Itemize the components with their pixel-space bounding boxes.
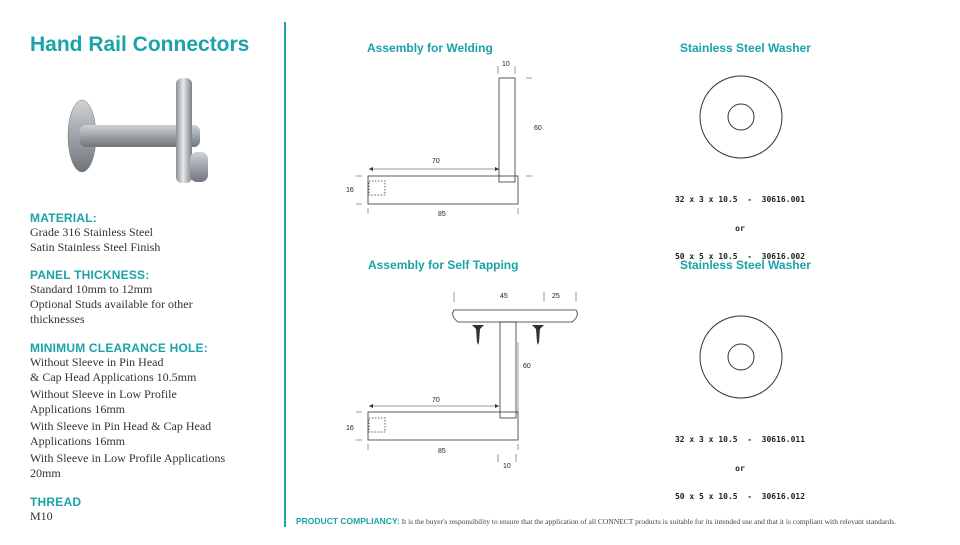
dim-label: 16 bbox=[346, 425, 354, 432]
washer2-title: Stainless Steel Washer bbox=[680, 258, 811, 272]
dim-label: 70 bbox=[432, 158, 440, 165]
dim-label: 85 bbox=[438, 448, 446, 455]
washer1-spec: 32 x 3 x 10.5 - 30616.001 or 50 x 5 x 10… bbox=[660, 176, 820, 271]
washer-icon bbox=[699, 315, 783, 399]
welding-title: Assembly for Welding bbox=[367, 41, 493, 55]
panel-line: thicknesses bbox=[30, 312, 85, 326]
clearance-line: Without Sleeve in Pin Head bbox=[30, 355, 164, 369]
clearance-line: Applications 16mm bbox=[30, 434, 125, 448]
welding-post bbox=[498, 77, 516, 183]
washer1-title: Stainless Steel Washer bbox=[680, 41, 811, 55]
tapping-arm bbox=[367, 411, 519, 441]
material-line: Grade 316 Stainless Steel bbox=[30, 225, 153, 239]
washer-spec-line: or bbox=[735, 223, 745, 233]
dim-label: 85 bbox=[438, 211, 446, 218]
tapping-plate bbox=[452, 309, 578, 323]
washer2-spec: 32 x 3 x 10.5 - 30616.011 or 50 x 5 x 10… bbox=[660, 416, 820, 511]
welding-diagram: 10 60 70 16 85 bbox=[346, 61, 542, 218]
dim-label: 60 bbox=[523, 363, 531, 370]
divider bbox=[284, 22, 286, 527]
washer-spec-line: 32 x 3 x 10.5 - 30616.011 bbox=[674, 435, 806, 444]
dim-label: 70 bbox=[432, 397, 440, 404]
panel-section: PANEL THICKNESS: Standard 10mm to 12mm O… bbox=[30, 268, 280, 327]
clearance-line: & Cap Head Applications 10.5mm bbox=[30, 370, 197, 384]
compliance-label: PRODUCT COMPLIANCY: bbox=[296, 516, 400, 526]
washer-spec-line: or bbox=[735, 463, 745, 473]
welding-arm bbox=[367, 175, 519, 205]
page-title: Hand Rail Connectors bbox=[30, 33, 250, 56]
dim-label: 16 bbox=[346, 187, 354, 194]
thread-section: THREAD M10 bbox=[30, 495, 280, 524]
dim-label: 10 bbox=[503, 463, 511, 470]
screw-icon bbox=[472, 325, 544, 345]
material-section: MATERIAL: Grade 316 Stainless Steel Sati… bbox=[30, 211, 280, 255]
dim-label: 60 bbox=[534, 125, 542, 132]
thread-heading: THREAD bbox=[30, 495, 82, 509]
compliance-text: It is the buyer's responsibility to ensu… bbox=[399, 517, 897, 526]
panel-heading: PANEL THICKNESS: bbox=[30, 268, 150, 282]
panel-line: Optional Studs available for other bbox=[30, 297, 193, 311]
washer-spec-line: 32 x 3 x 10.5 - 30616.001 bbox=[674, 195, 806, 204]
tapping-diagram: 45 25 60 70 16 85 10 bbox=[346, 292, 578, 470]
washer-icon bbox=[699, 75, 783, 159]
material-heading: MATERIAL: bbox=[30, 211, 97, 225]
clearance-line: With Sleeve in Low Profile Applications bbox=[30, 451, 226, 465]
panel-line: Standard 10mm to 12mm bbox=[30, 282, 153, 296]
product-photo bbox=[67, 78, 208, 183]
material-line: Satin Stainless Steel Finish bbox=[30, 240, 161, 254]
washer-spec-line: 50 x 5 x 10.5 - 30616.012 bbox=[674, 492, 806, 501]
clearance-line: Without Sleeve in Low Profile bbox=[30, 387, 177, 401]
clearance-section: MINIMUM CLEARANCE HOLE: Without Sleeve i… bbox=[30, 341, 280, 481]
dim-label: 45 bbox=[500, 293, 508, 300]
washer-spec-line: 50 x 5 x 10.5 - 30616.002 bbox=[674, 252, 806, 261]
dim-label: 10 bbox=[502, 61, 510, 68]
thread-line: M10 bbox=[30, 509, 53, 523]
dim-label: 25 bbox=[552, 293, 560, 300]
clearance-line: 20mm bbox=[30, 466, 61, 480]
clearance-line: Applications 16mm bbox=[30, 402, 125, 416]
clearance-line: With Sleeve in Pin Head & Cap Head bbox=[30, 419, 212, 433]
tapping-title: Assembly for Self Tapping bbox=[368, 258, 519, 272]
compliance-note: PRODUCT COMPLIANCY: It is the buyer's re… bbox=[296, 516, 896, 526]
clearance-heading: MINIMUM CLEARANCE HOLE: bbox=[30, 341, 208, 355]
